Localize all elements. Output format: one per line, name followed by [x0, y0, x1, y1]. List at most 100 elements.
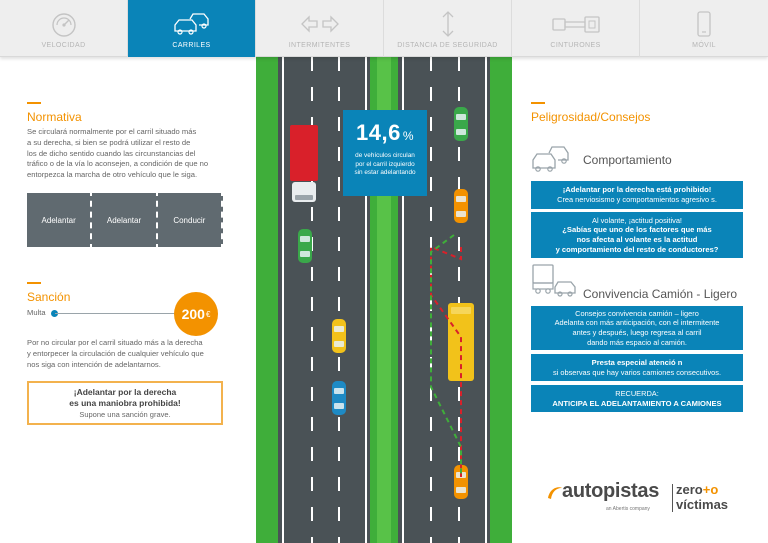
- warning-box: ¡Adelantar por la derecha es una maniobr…: [27, 381, 223, 425]
- brand-name: autopistas: [562, 480, 660, 502]
- swoosh-icon: [548, 487, 562, 499]
- tagline-zero: zero: [676, 482, 703, 497]
- section-accent: [27, 102, 41, 104]
- convivencia-title: Convivencia Camión - Ligero: [583, 287, 738, 301]
- green-maneuver-path: [430, 234, 462, 477]
- lane-edge: [27, 190, 223, 193]
- brand-sub: an Abertis company: [606, 506, 650, 512]
- stat-caption: de vehículos circulan por el carril izqu…: [343, 152, 427, 178]
- cars-icon: [531, 142, 571, 179]
- lane-divider: [338, 57, 340, 543]
- mobile-phone-icon: [696, 9, 712, 39]
- tab-label: MÓVIL: [692, 42, 716, 49]
- section-accent: [27, 282, 41, 284]
- peligrosidad-title: Peligrosidad/Consejos: [531, 110, 651, 124]
- text-line: Por no circular por el carril situado má…: [27, 338, 203, 347]
- advice-line: Al volante, ¡actitud positiva!: [592, 215, 682, 225]
- advice-bold: ¿Sabías que uno de los factores que más: [562, 225, 712, 235]
- logo-separator: [672, 484, 673, 512]
- advice-line: Adelanta con más anticipación, con el in…: [554, 318, 720, 328]
- tagline-plus: +o: [702, 482, 719, 497]
- tab-velocidad[interactable]: VELOCIDAD: [0, 0, 128, 57]
- stat-box: 14,6% de vehículos circulan por el carri…: [343, 110, 427, 196]
- text-line: por el carril izquierdo: [355, 160, 415, 168]
- tab-label: DISTANCIA DE SEGURIDAD: [397, 42, 498, 49]
- truck-car-icon: [531, 262, 577, 303]
- stat-unit: %: [402, 129, 414, 143]
- normativa-title: Normativa: [27, 110, 82, 124]
- tab-intermitentes[interactable]: INTERMITENTES: [256, 0, 384, 57]
- car: [332, 319, 346, 353]
- edge-line: [485, 57, 487, 543]
- lanes-diagram: Adelantar Adelantar Conducir: [27, 190, 223, 250]
- victimas-tagline: víctimas: [676, 497, 729, 512]
- edge-line: [365, 57, 367, 543]
- tab-movil[interactable]: MÓVIL: [640, 0, 768, 57]
- warning-line: ¡Adelantar por la derecha: [73, 386, 177, 397]
- top-navigation: VELOCIDAD CARRILES INTERMITENTES DISTANC…: [0, 0, 768, 57]
- text-line: sin estar adelantando: [354, 169, 416, 176]
- text-line: Se circulará normalmente por el carril s…: [27, 127, 197, 136]
- fine-currency: €: [205, 309, 211, 319]
- autopistas-logo: autopistas an Abertis company zero+o víc…: [546, 480, 746, 520]
- vertical-arrows-icon: [438, 9, 458, 39]
- advice-box: Consejos convivencia camión – ligero Ade…: [531, 306, 743, 350]
- advice-line: RECUERDA:: [615, 388, 659, 398]
- car: [298, 229, 312, 263]
- text-line: y entorpecer la circulación de cualquier…: [27, 348, 204, 358]
- stat-value: 14,6%: [343, 120, 427, 146]
- truck: [290, 125, 318, 203]
- grass-verge: [256, 57, 278, 543]
- car: [454, 189, 468, 223]
- advice-line: dando más espacio al camión.: [587, 337, 687, 347]
- advice-box: Presta especial atenció n si observas qu…: [531, 354, 743, 381]
- turn-signal-arrows-icon: [298, 9, 342, 39]
- warning-line: es una maniobra prohibida!: [69, 397, 181, 408]
- cars-icon: [172, 9, 212, 39]
- fine-amount-badge: 200€: [174, 292, 218, 336]
- text-line: a su derecha, si bien se podrá utilizar …: [27, 137, 191, 147]
- lane-label: Adelantar: [27, 190, 93, 250]
- tab-distancia-de-seguridad[interactable]: DISTANCIA DE SEGURIDAD: [384, 0, 512, 57]
- multa-line: [55, 313, 175, 314]
- tab-carriles[interactable]: CARRILES: [128, 0, 256, 57]
- edge-line: [402, 57, 404, 543]
- zero-tagline: zero+o: [676, 482, 718, 497]
- car: [454, 107, 468, 141]
- text-line: entorpezca la marcha de otro vehículo qu…: [27, 170, 198, 180]
- speedometer-icon: [49, 9, 79, 39]
- sancion-text: Por no circular por el carril situado má…: [27, 338, 237, 370]
- advice-bold: Presta especial atenció n: [591, 357, 683, 367]
- grass-verge: [490, 57, 512, 543]
- stat-number: 14,6: [356, 120, 401, 145]
- tab-label: INTERMITENTES: [288, 42, 351, 49]
- car: [332, 381, 346, 415]
- advice-line: Consejos convivencia camión – ligero: [575, 308, 699, 318]
- red-maneuver-path: [430, 245, 462, 477]
- lane-edge: [27, 247, 223, 250]
- tab-label: VELOCIDAD: [41, 42, 86, 49]
- edge-line: [282, 57, 284, 543]
- advice-box: ¡Adelantar por la derecha está prohibido…: [531, 181, 743, 209]
- warning-sub: Supone una sanción grave.: [79, 409, 171, 419]
- lane-divider: [311, 57, 313, 543]
- text-line: tráfico o de la vía lo aconsejen, a cond…: [27, 159, 209, 169]
- advice-bold: nos afecta al volante es la actitud: [576, 235, 698, 244]
- sancion-title: Sanción: [27, 290, 71, 304]
- maneuver-paths: [430, 234, 462, 477]
- advice-bold: ANTICIPA EL ADELANTAMIENTO A CAMIONES: [552, 398, 722, 408]
- advice-box: Al volante, ¡actitud positiva! ¿Sabías q…: [531, 212, 743, 258]
- normativa-text: Se circulará normalmente por el carril s…: [27, 127, 237, 181]
- multa-dot: [51, 310, 58, 317]
- section-accent: [531, 102, 545, 104]
- advice-line: Crea nerviosismo y comportamientos agres…: [557, 195, 717, 204]
- lane-label: Adelantar: [92, 190, 158, 250]
- tab-cinturones[interactable]: CINTURONES: [512, 0, 640, 57]
- advice-box: RECUERDA: ANTICIPA EL ADELANTAMIENTO A C…: [531, 385, 743, 412]
- multa-label: Multa: [27, 308, 46, 317]
- tab-label: CINTURONES: [550, 42, 601, 49]
- seatbelt-icon: [551, 9, 601, 39]
- fine-amount: 200: [181, 306, 205, 322]
- advice-bold: ¡Adelantar por la derecha está prohibido…: [562, 185, 712, 195]
- tab-label: CARRILES: [172, 42, 211, 49]
